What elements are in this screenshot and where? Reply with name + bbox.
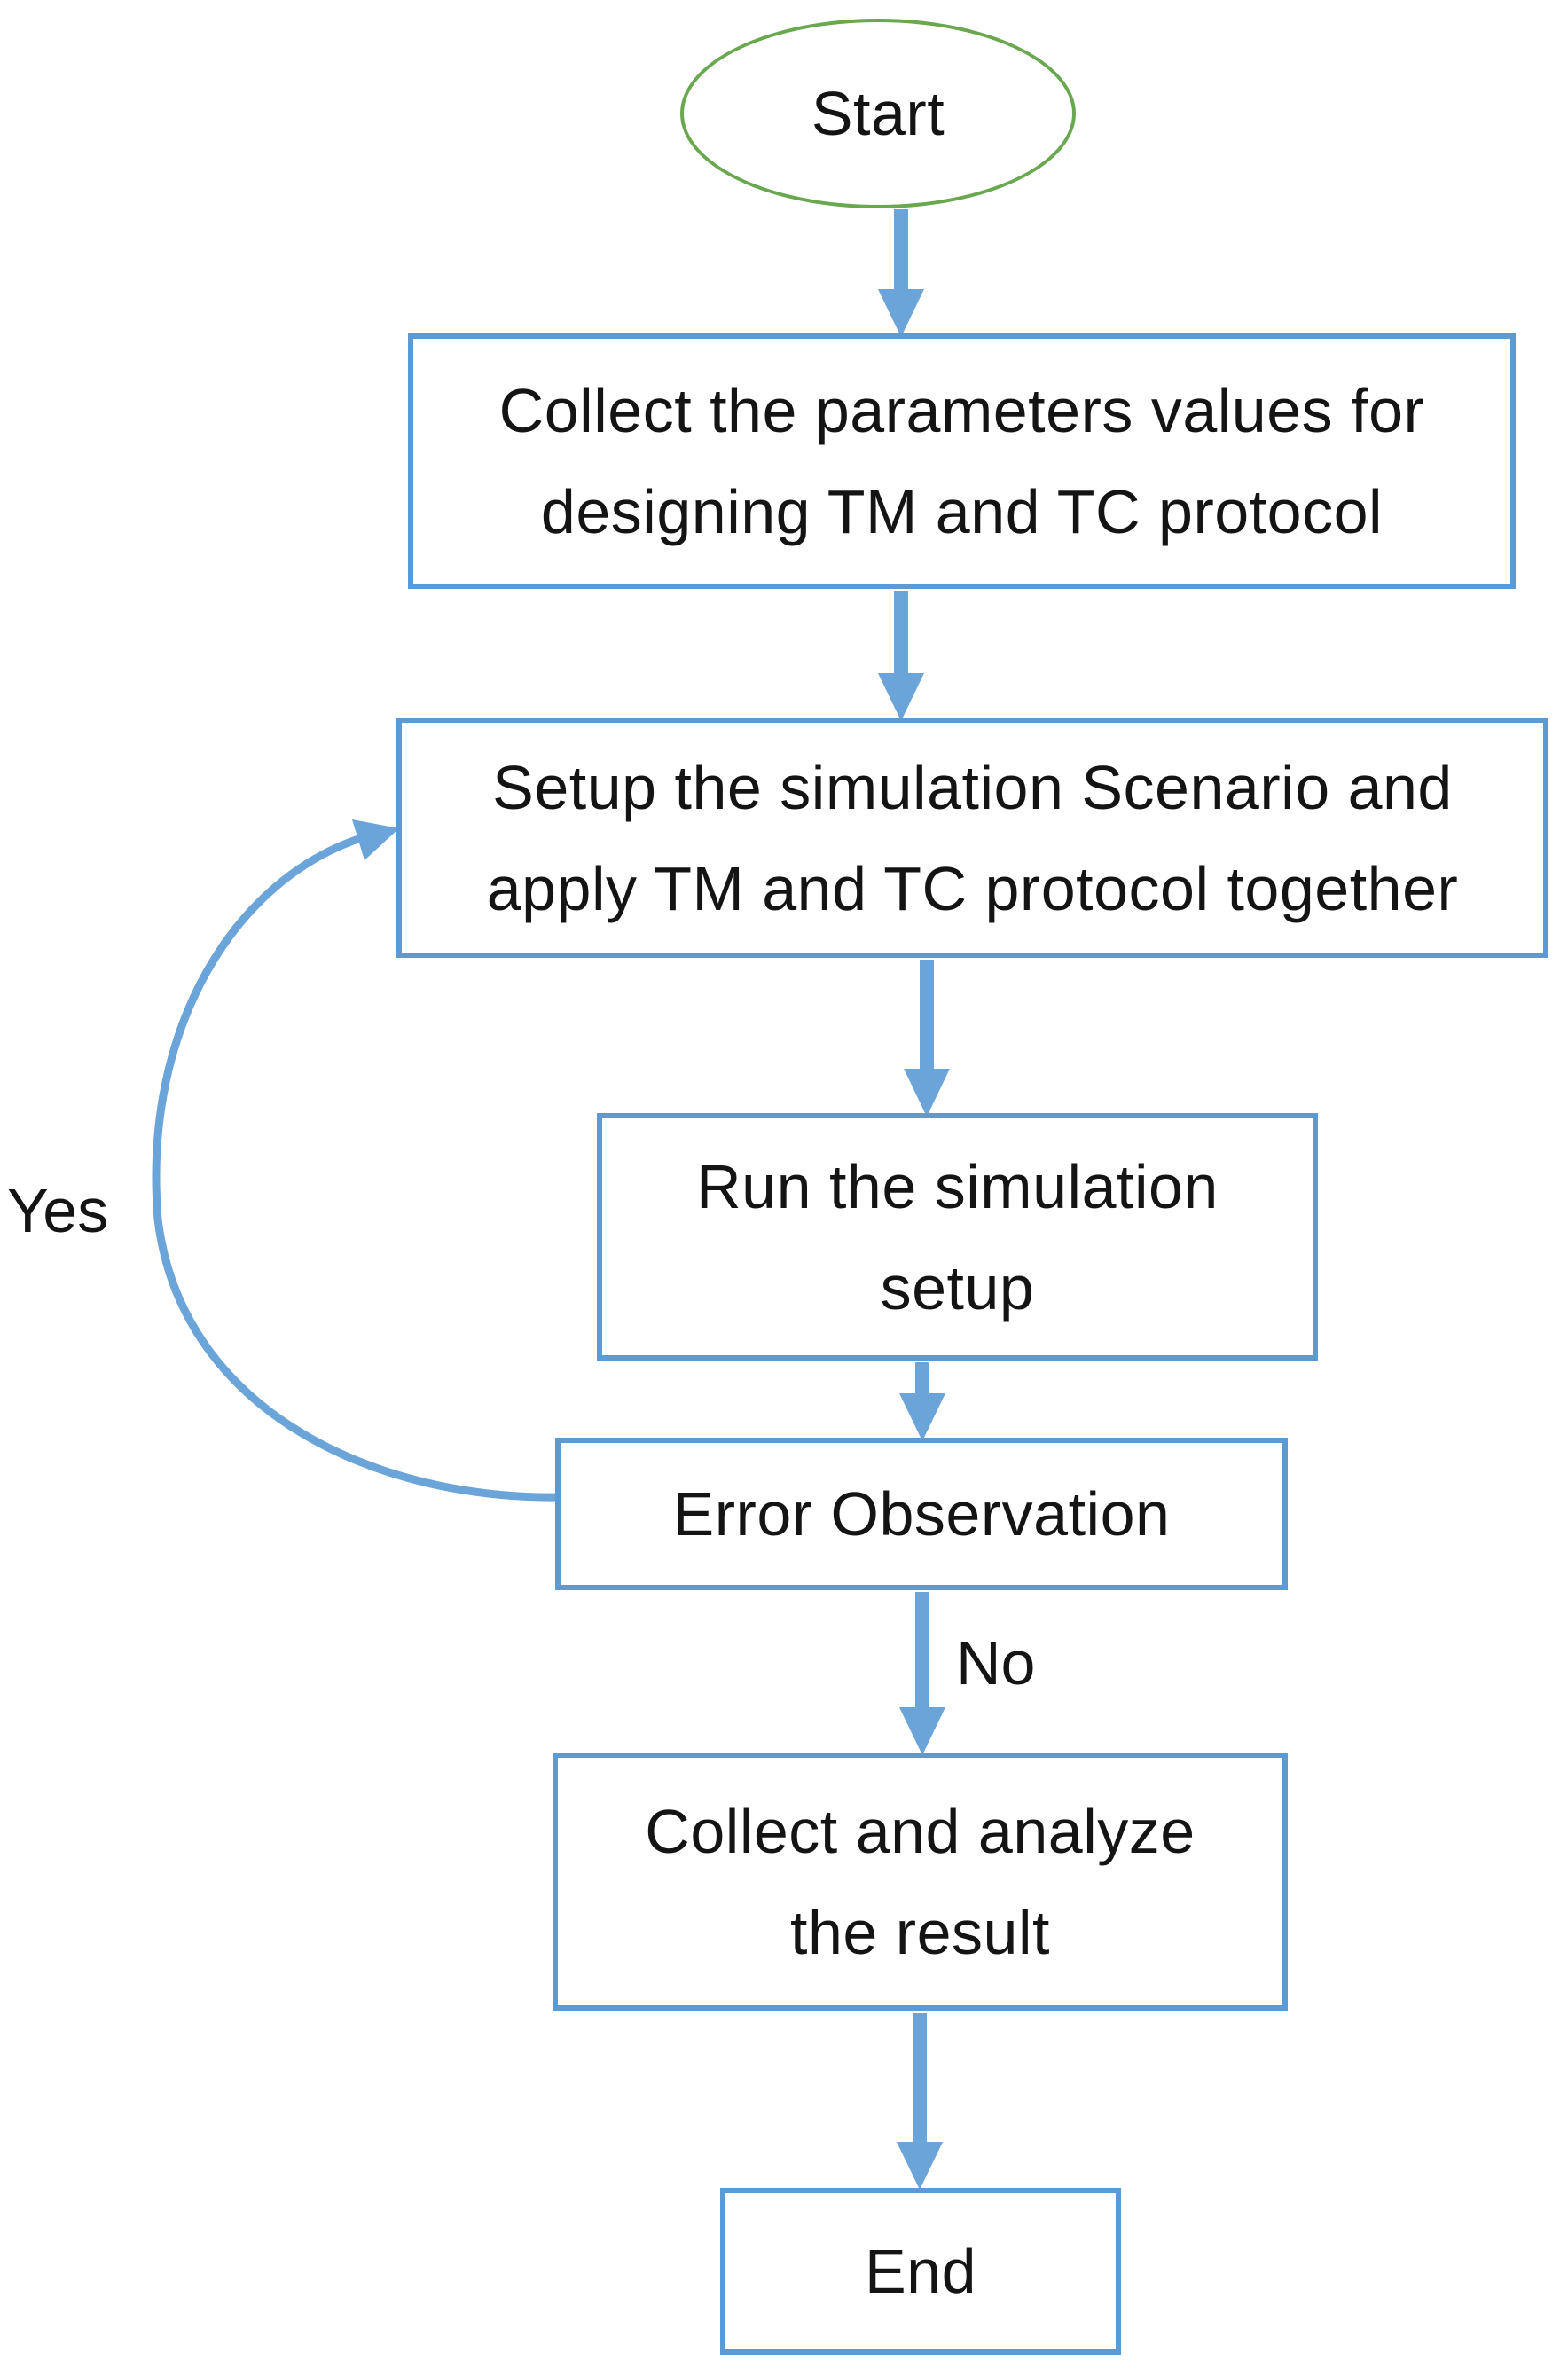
node-error-observation: Error Observation <box>555 1438 1288 1590</box>
arrow-result-to-end <box>897 2013 943 2190</box>
arrow-error-to-setup-yes <box>152 819 563 1502</box>
node-collect-parameters-line1: Collect the parameters values for <box>498 376 1425 445</box>
node-run-simulation-line2: setup <box>880 1252 1035 1322</box>
node-end-label: End <box>864 2237 977 2306</box>
node-setup-simulation-line1: Setup the simulation Scenario and <box>492 752 1453 822</box>
node-error-observation-label: Error Observation <box>672 1479 1171 1549</box>
node-collect-analyze-result-line1: Collect and analyze <box>645 1796 1196 1866</box>
arrow-collect-to-setup <box>878 591 924 721</box>
arrow-run-to-error <box>899 1362 945 1441</box>
node-setup-simulation: Setup the simulation Scenario and apply … <box>396 718 1548 958</box>
edge-label-yes: Yes <box>7 1176 109 1245</box>
node-setup-simulation-line2: apply TM and TC protocol together <box>486 853 1459 923</box>
node-start: Start <box>680 19 1076 208</box>
node-collect-analyze-result-line2: the result <box>790 1897 1050 1967</box>
arrow-setup-to-run <box>904 960 950 1117</box>
node-collect-parameters-line2: designing TM and TC protocol <box>540 477 1384 546</box>
node-collect-parameters: Collect the parameters values for design… <box>408 333 1516 589</box>
node-run-simulation: Run the simulation setup <box>597 1113 1318 1361</box>
node-end: End <box>720 2188 1121 2355</box>
arrow-start-to-collect <box>878 209 924 337</box>
edge-label-no: No <box>956 1628 1036 1698</box>
node-collect-analyze-result: Collect and analyze the result <box>553 1753 1288 2011</box>
arrow-error-to-result-no <box>899 1592 945 1755</box>
node-start-label: Start <box>811 79 945 148</box>
node-run-simulation-line1: Run the simulation <box>696 1151 1219 1221</box>
